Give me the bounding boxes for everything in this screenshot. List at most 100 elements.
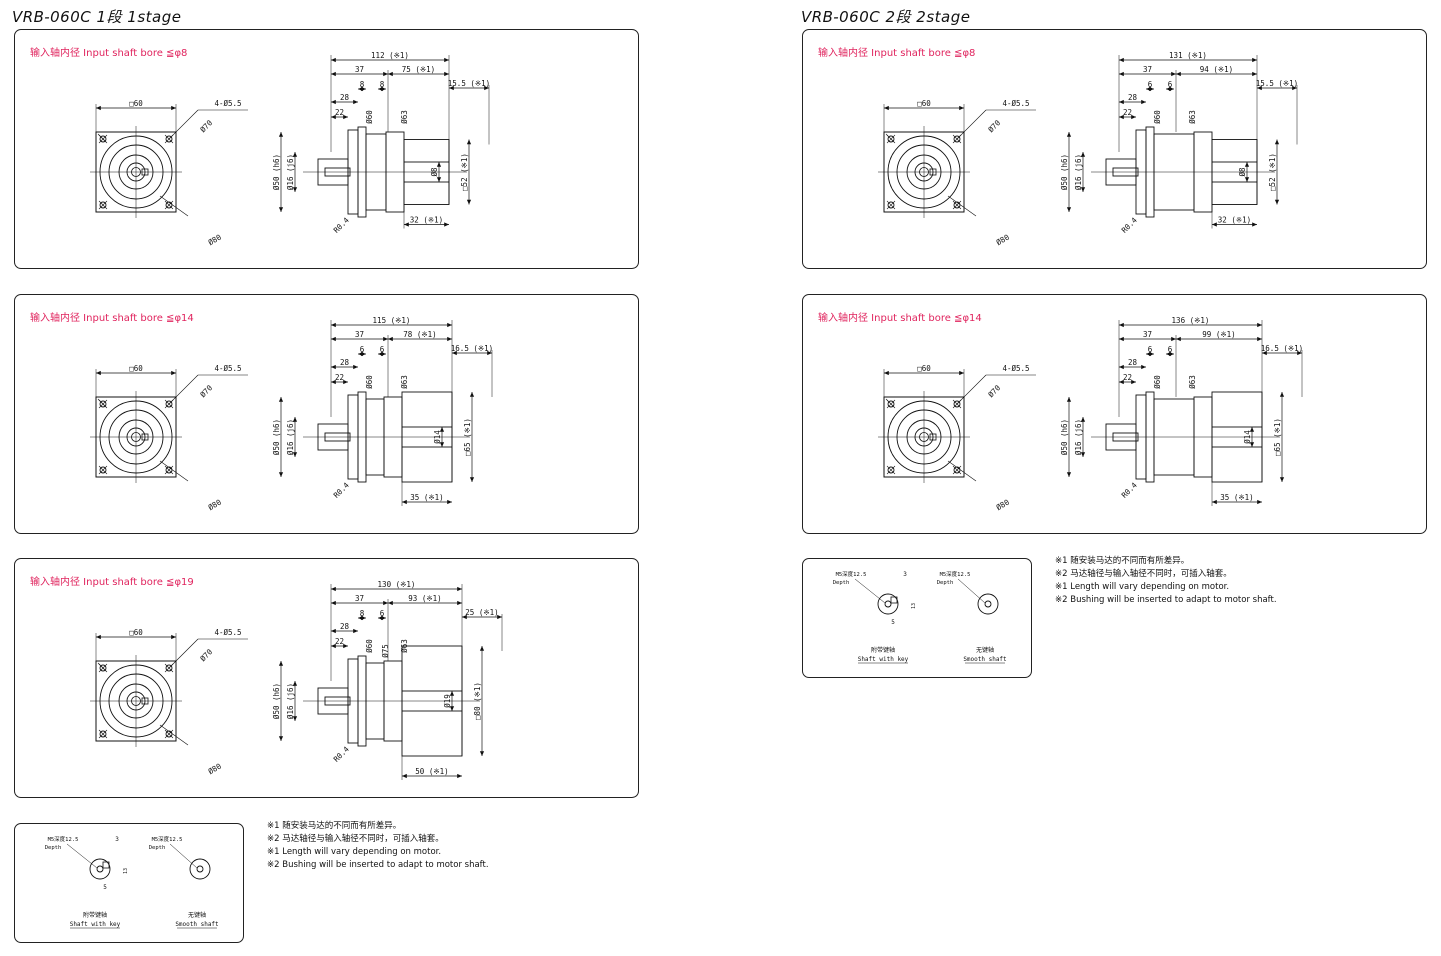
dim-37: 37 [1143, 330, 1152, 339]
dim-37: 37 [355, 594, 364, 603]
dim-right: 75 (※1) [402, 65, 435, 74]
dim-arrow [331, 322, 336, 328]
leader [97, 398, 107, 408]
keyed-shaft-circle [877, 593, 899, 615]
dim-arrow [884, 370, 889, 376]
stage2-title: VRB-060C 2段 2stage [801, 8, 971, 26]
dim-arrow [1080, 187, 1086, 192]
dim-holes: 4-Ø5.5 [214, 99, 241, 108]
bore-label: 输入轴内径 Input shaft bore ≦φ14 [30, 313, 194, 324]
smooth-en-label: Smooth shaft [175, 921, 219, 928]
dim-d50: Ø50 (h6) [1060, 419, 1069, 455]
dim-d16: Ø16 (j6) [286, 419, 295, 455]
dim-arrow [331, 628, 336, 634]
mount-hole [887, 135, 895, 143]
dim-d16: Ø16 (j6) [286, 683, 295, 719]
dim-holes: 4-Ø5.5 [214, 628, 241, 637]
dim-square: □60 [129, 628, 143, 637]
mount-hole [953, 466, 961, 474]
dim-arrow [343, 114, 348, 120]
dim-holes: 4-Ø5.5 [1002, 99, 1029, 108]
dim-arrow [457, 586, 462, 592]
mount-hole-cross [164, 465, 174, 475]
dim-arrow [1292, 85, 1297, 91]
dim-arrow [447, 322, 452, 328]
dim-arrow [479, 751, 485, 756]
note-2: ※2 马达轴径与输入轴径不同时，可插入轴套。 [267, 834, 444, 844]
dim-arrow [278, 132, 284, 137]
keyed-3-label: 3 [903, 571, 907, 578]
leader [97, 662, 107, 672]
dim-arrow [1279, 392, 1285, 397]
dim-d63: Ø63 [400, 375, 409, 389]
keyed-shaft-hole [884, 600, 892, 608]
dim-arrow [444, 57, 449, 63]
dim-arrow [469, 392, 475, 397]
dim-arrow [466, 199, 472, 205]
dim-arrow [343, 643, 348, 649]
dim-arrow [292, 187, 298, 192]
dim-arrow [1257, 336, 1262, 342]
dim-arrow [444, 71, 449, 77]
dim-arrow [1066, 207, 1072, 212]
dim-arrow [457, 600, 462, 606]
dim-d60: Ø60 [365, 375, 374, 389]
note-4: ※2 Bushing will be inserted to adapt to … [267, 860, 489, 870]
dim-pcd2: Ø80 [207, 232, 224, 247]
mount-hole [887, 400, 895, 408]
dim-arrow [278, 397, 284, 402]
dim-flange-b: 6 [380, 609, 385, 618]
dim-arrow [1244, 162, 1250, 167]
dim-arrow [1141, 99, 1146, 105]
dim-arrow [331, 364, 336, 370]
note-1: ※1 随安装马达的不同而有所差异。 [267, 821, 402, 831]
dim-flange: □65 (※1) [1273, 418, 1282, 456]
dim-flange-a: 8 [360, 609, 365, 618]
keyed-shaft-circle [89, 858, 111, 880]
smooth-m5-label: M5深度12.5 [152, 835, 183, 843]
dim-arrow [353, 364, 358, 370]
dim-arrow [1274, 139, 1280, 145]
mount-hole-cross [952, 465, 962, 475]
dim-d63: Ø63 [1188, 110, 1197, 124]
keyed-5-label: 5 [103, 884, 107, 891]
dim-28: 28 [340, 622, 350, 631]
dim-arrow [278, 736, 284, 741]
keyed-cn-label: 附带键轴 [871, 646, 895, 654]
smooth-cn-label: 无键轴 [976, 646, 994, 654]
dim-d63: Ø63 [1188, 375, 1197, 389]
dim-arrow [1119, 336, 1124, 342]
dim-arrow [1279, 477, 1285, 482]
note-1: ※1 随安装马达的不同而有所差异。 [1055, 556, 1190, 566]
dim-arrow [361, 615, 366, 621]
dim-square: □60 [129, 364, 143, 373]
smooth-m5-label: M5深度12.5 [940, 570, 971, 578]
dim-total: 136 (※1) [1172, 316, 1210, 325]
dim-arrow [353, 628, 358, 634]
dim-arrow [361, 86, 366, 92]
dim-top-right: 16.5 (※1) [1261, 344, 1303, 353]
dim-d60: Ø60 [365, 110, 374, 124]
notes-block-2: ※1 随安装马达的不同而有所差异。 ※2 马达轴径与输入轴径不同时，可插入轴套。… [1055, 555, 1277, 607]
dim-arrow [1066, 472, 1072, 477]
dim-arrow [1171, 336, 1176, 342]
leader [885, 398, 895, 408]
dim-bottom: 35 (※1) [410, 493, 443, 502]
dim-arrow [479, 646, 485, 651]
leader [159, 195, 189, 217]
dim-arrow [462, 614, 467, 620]
leader [169, 843, 198, 869]
dim-arrow [447, 336, 452, 342]
dim-d50: Ø50 (h6) [272, 419, 281, 455]
dim-extra: Ø75 [381, 644, 390, 658]
dim-pcd1: Ø70 [986, 383, 1002, 399]
mount-hole [99, 201, 107, 209]
leader [168, 374, 199, 405]
mount-hole [99, 730, 107, 738]
